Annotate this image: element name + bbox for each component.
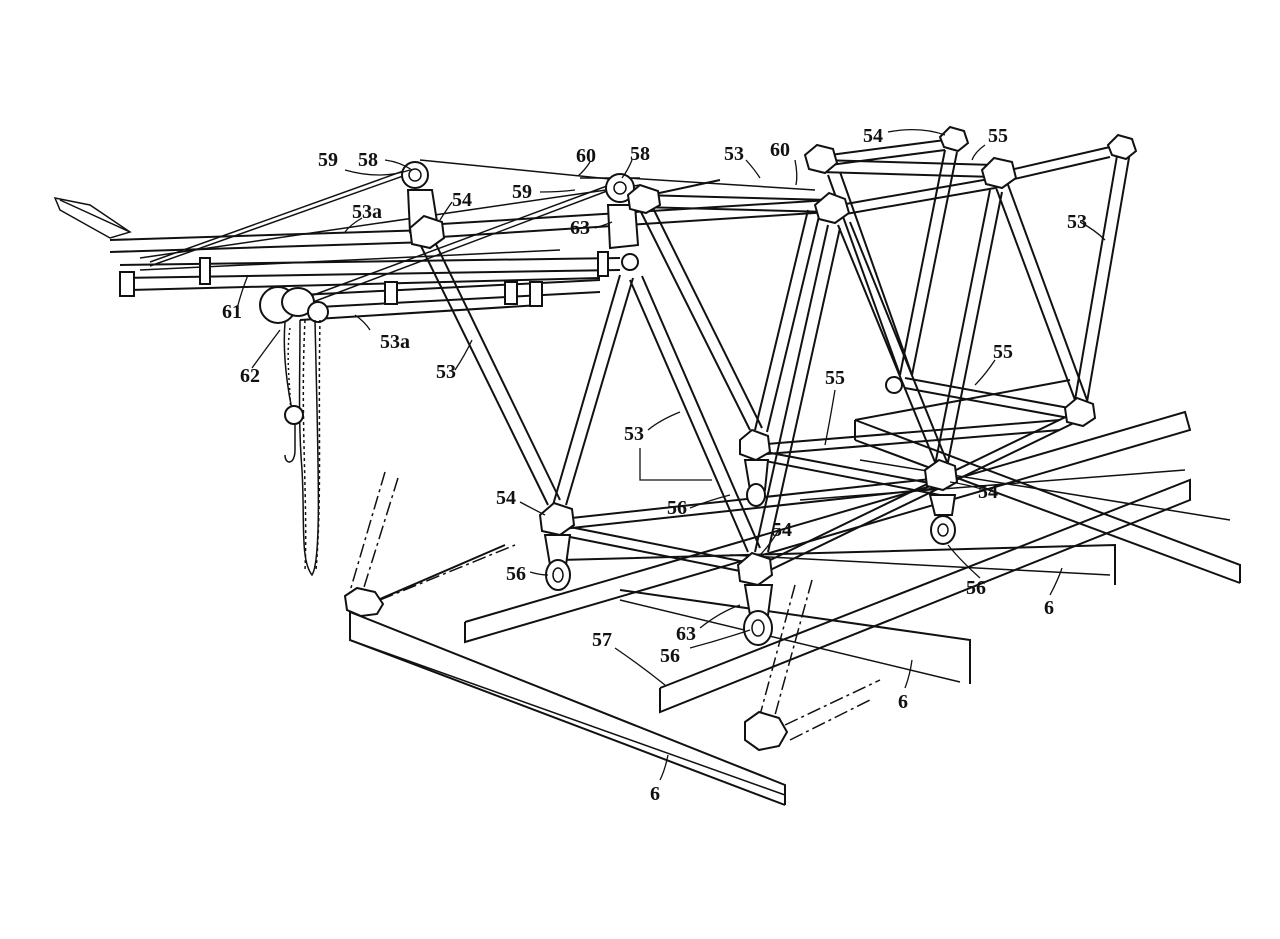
label-6: 6	[898, 691, 908, 713]
label-56: 56	[660, 645, 680, 667]
ghost-node-front-icon	[744, 710, 789, 752]
bottom-chords	[552, 377, 1081, 576]
caster-wheel-front-icon	[743, 610, 773, 646]
joint-node-icon	[980, 156, 1018, 190]
cantilever-arms	[53, 184, 641, 321]
sheaves	[401, 161, 640, 271]
label-6: 6	[650, 783, 660, 805]
label-61: 61	[222, 301, 242, 323]
label-58: 58	[358, 149, 378, 171]
joint-node-icon	[408, 214, 446, 250]
label-53a: 53a	[352, 201, 382, 223]
floor-beam-back	[854, 379, 1241, 584]
label-55: 55	[988, 125, 1008, 147]
label-54: 54	[452, 189, 472, 211]
caster-wheel-right-icon	[930, 515, 956, 545]
joint-node-icon	[923, 458, 959, 492]
label-60: 60	[770, 139, 790, 161]
label-55: 55	[993, 341, 1013, 363]
joint-node-icon	[938, 125, 970, 153]
label-60: 60	[576, 145, 596, 167]
label-6: 6	[1044, 597, 1054, 619]
label-54: 54	[772, 519, 792, 541]
label-57: 57	[592, 629, 612, 651]
leader-lines	[237, 128, 1106, 781]
label-56: 56	[966, 577, 986, 599]
joint-node-icon	[736, 551, 774, 587]
joint-node-icon	[538, 501, 576, 537]
caster-wheel-left-icon	[545, 559, 571, 591]
joint-node-icon	[626, 183, 662, 215]
joint-node-icon	[739, 428, 772, 462]
label-53: 53	[1067, 211, 1087, 233]
caster-wheel-back-icon	[746, 483, 766, 507]
label-63: 63	[570, 217, 590, 239]
chain-hoist	[259, 286, 329, 577]
label-53: 53	[436, 361, 456, 383]
label-59: 59	[318, 149, 338, 171]
label-54: 54	[978, 481, 998, 503]
label-53: 53	[624, 423, 644, 445]
joint-node-icon	[803, 143, 839, 175]
reference-numerals: 59 58 60 58 53 60 54 55 53a 54 59 63 53 …	[222, 125, 1087, 805]
label-62: 62	[240, 365, 260, 387]
joint-node-icon	[1063, 396, 1097, 428]
label-55: 55	[825, 367, 845, 389]
diagonal-tubes	[417, 149, 1131, 553]
label-53a: 53a	[380, 331, 410, 353]
label-63: 63	[676, 623, 696, 645]
label-54: 54	[496, 487, 516, 509]
caster-wheels	[543, 459, 957, 646]
wire-ropes	[149, 159, 816, 306]
label-54: 54	[863, 125, 883, 147]
hook-icon	[284, 425, 296, 463]
joint-node-icon	[813, 191, 851, 225]
label-53: 53	[724, 143, 744, 165]
label-56: 56	[506, 563, 526, 585]
label-56: 56	[667, 497, 687, 519]
ghost-columns	[343, 471, 881, 752]
joint-nodes	[408, 125, 1138, 587]
ghost-node-left-icon	[343, 586, 385, 618]
joint-node-icon	[1106, 133, 1138, 161]
label-58: 58	[630, 143, 650, 165]
label-59: 59	[512, 181, 532, 203]
